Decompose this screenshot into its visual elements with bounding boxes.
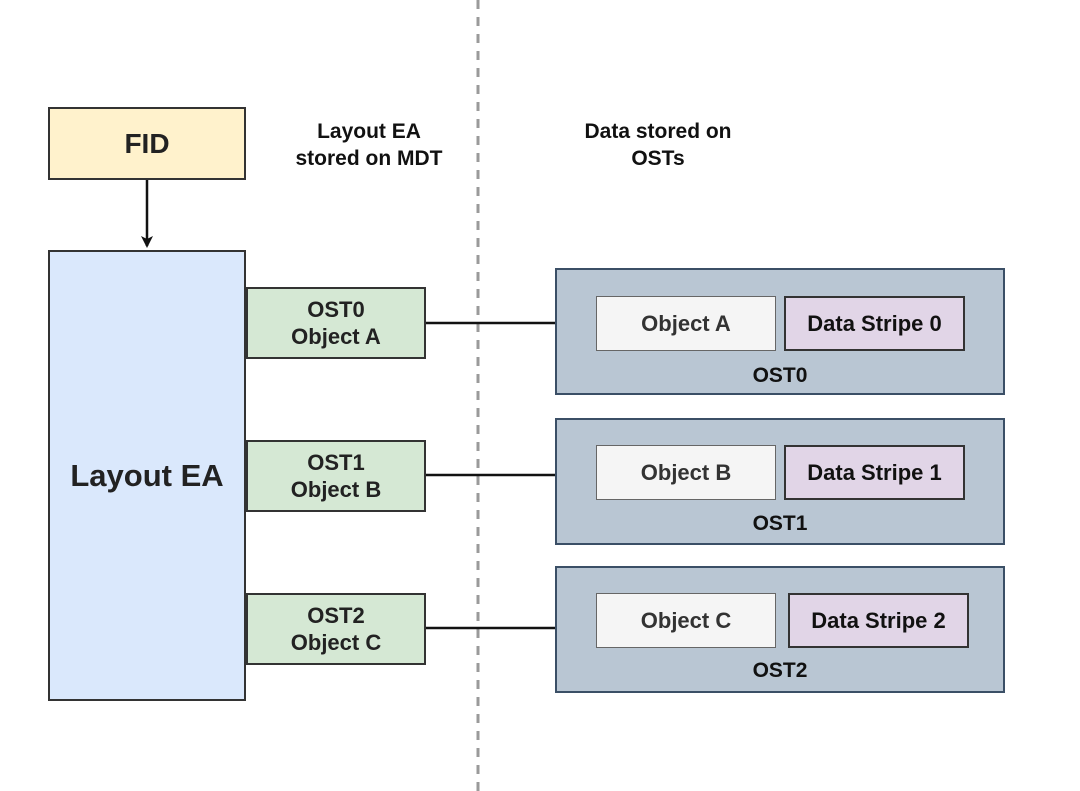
mdt-header-line2: stored on MDT — [295, 147, 443, 171]
ost-column-header: Data stored on OSTs — [543, 118, 773, 173]
layout-ea-box: Layout EA — [48, 250, 246, 701]
ost-header-line1: Data stored on — [584, 120, 732, 143]
entry-ost-name: OST0 — [307, 296, 365, 322]
layout-ea-label: Layout EA — [70, 457, 224, 493]
stripe-label: Data Stripe 2 — [811, 607, 946, 633]
mdt-column-header: Layout EA stored on MDT — [264, 118, 474, 173]
entry-object-name: Object C — [290, 630, 382, 655]
entry-ost-name: OST1 — [307, 449, 365, 475]
stripe-label: Data Stripe 0 — [807, 310, 942, 336]
entry-object-name: Object B — [290, 477, 382, 502]
ost1-name: OST1 — [752, 512, 808, 535]
entry-object-name: Object A — [291, 324, 381, 349]
entry-ost-name: OST2 — [307, 602, 365, 628]
stripe-label: Data Stripe 1 — [807, 459, 942, 485]
layout-entry-ost1: OST1 Object B — [246, 440, 426, 512]
ost0-object: Object A — [596, 296, 776, 351]
fid-box: FID — [48, 107, 246, 180]
ost-header-line2: OSTs — [631, 147, 685, 171]
mdt-header-line1: Layout EA — [317, 120, 421, 143]
layout-entry-ost2: OST2 Object C — [246, 593, 426, 665]
ost2-name: OST2 — [752, 659, 808, 682]
ost2-data-stripe: Data Stripe 2 — [788, 593, 969, 648]
ost1-data-stripe: Data Stripe 1 — [784, 445, 965, 500]
fid-label: FID — [124, 127, 170, 159]
ost0-name: OST0 — [752, 364, 808, 387]
ost2-object: Object C — [596, 593, 776, 648]
object-label: Object C — [640, 607, 732, 633]
object-label: Object A — [641, 310, 731, 336]
ost1-object: Object B — [596, 445, 776, 500]
layout-entry-ost0: OST0 Object A — [246, 287, 426, 359]
ost0-data-stripe: Data Stripe 0 — [784, 296, 965, 351]
object-label: Object B — [640, 459, 732, 485]
